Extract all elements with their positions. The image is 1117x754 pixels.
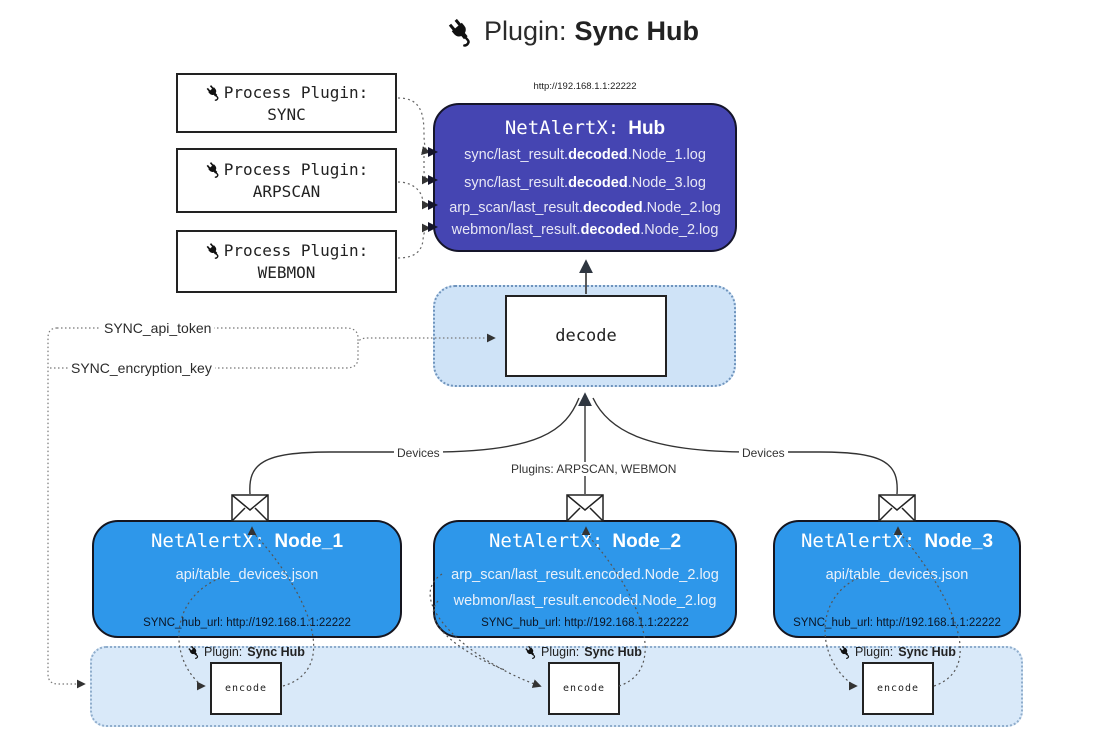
node-to-decode-edges bbox=[249, 392, 898, 495]
hub-log-line: sync/last_result.decoded.Node_3.log bbox=[464, 175, 706, 191]
process-plugin-box-arpscan: Process Plugin: ARPSCAN bbox=[176, 148, 397, 213]
plug-icon bbox=[206, 243, 219, 259]
hub-title: NetAlertX: Hub bbox=[435, 117, 735, 140]
encode-box: encode bbox=[548, 662, 620, 715]
plug-icon bbox=[448, 18, 470, 47]
node-file-line: api/table_devices.json bbox=[175, 567, 319, 583]
hub-box: NetAlertX: Hub sync/last_result.decoded.N… bbox=[433, 103, 737, 252]
hub-log-line: sync/last_result.decoded.Node_1.log bbox=[464, 147, 706, 163]
process-plugin-label: Process Plugin: bbox=[223, 160, 369, 179]
plug-icon bbox=[206, 84, 219, 101]
process-plugin-name: WEBMON bbox=[257, 263, 316, 282]
plug-icon bbox=[188, 645, 199, 659]
plug-icon bbox=[525, 645, 536, 659]
hub-url-label: http://192.168.1.1:22222 bbox=[533, 81, 637, 92]
sync-encryption-key-label: SYNC_encryption_key bbox=[68, 360, 215, 376]
encode-box: encode bbox=[862, 662, 934, 715]
node-hub-url: SYNC_hub_url: http://192.168.1.1:22222 bbox=[143, 617, 351, 629]
node-title: NetAlertX:Node_3 bbox=[800, 530, 994, 552]
edge-label-plugins-middle: Plugins: ARPSCAN, WEBMON bbox=[508, 462, 680, 476]
band-plugin-label: Plugin:Sync Hub bbox=[513, 645, 653, 659]
process-plugin-label: Process Plugin: bbox=[223, 241, 369, 260]
process-plugin-label: Process Plugin: bbox=[223, 82, 369, 102]
process-plugin-box-webmon: Process Plugin: WEBMON bbox=[176, 230, 397, 293]
node-file-line: api/table_devices.json bbox=[825, 567, 969, 583]
process-plugin-name: SYNC bbox=[267, 104, 306, 124]
hub-log-line: arp_scan/last_result.decoded.Node_2.log bbox=[449, 200, 721, 216]
band-plugin-label: Plugin:Sync Hub bbox=[176, 645, 316, 659]
sync-api-token-label: SYNC_api_token bbox=[101, 320, 215, 336]
plug-icon bbox=[839, 645, 850, 659]
node-box-node1: NetAlertX:Node_1 api/table_devices.json … bbox=[92, 520, 402, 638]
node-title: NetAlertX:Node_2 bbox=[488, 530, 682, 552]
edge-label-devices-left: Devices bbox=[394, 446, 443, 460]
process-plugin-name: ARPSCAN bbox=[252, 182, 321, 201]
node-hub-url: SYNC_hub_url: http://192.168.1.1:22222 bbox=[481, 617, 689, 629]
hub-title-name: Hub bbox=[628, 118, 666, 139]
envelope-icon bbox=[231, 494, 269, 522]
envelope-icon bbox=[878, 494, 916, 522]
hub-log-line: webmon/last_result.decoded.Node_2.log bbox=[451, 222, 719, 238]
node-hub-url: SYNC_hub_url: http://192.168.1.1:22222 bbox=[793, 617, 1001, 629]
edge-label-devices-right: Devices bbox=[739, 446, 788, 460]
encode-box: encode bbox=[210, 662, 282, 715]
node-title: NetAlertX:Node_1 bbox=[150, 530, 344, 552]
band-plugin-label: Plugin:Sync Hub bbox=[827, 645, 967, 659]
page-title: Plugin: Sync Hub bbox=[0, 16, 1117, 47]
title-prefix: Plugin: bbox=[483, 16, 567, 46]
node-box-node3: NetAlertX:Node_3 api/table_devices.json … bbox=[773, 520, 1021, 638]
envelope-icon bbox=[566, 494, 604, 522]
node-box-node2: NetAlertX:Node_2 arp_scan/last_result.en… bbox=[433, 520, 737, 638]
plugin-to-hub-connectors bbox=[397, 97, 431, 259]
plug-icon bbox=[206, 162, 219, 178]
process-plugin-box-sync: Process Plugin: SYNC bbox=[176, 73, 397, 133]
node-file-line: webmon/last_result.encoded.Node_2.log bbox=[453, 593, 717, 609]
decode-box: decode bbox=[505, 295, 667, 377]
hub-title-app: NetAlertX: bbox=[504, 117, 620, 139]
title-name: Sync Hub bbox=[574, 16, 700, 46]
node-file-line: arp_scan/last_result.encoded.Node_2.log bbox=[451, 567, 719, 583]
